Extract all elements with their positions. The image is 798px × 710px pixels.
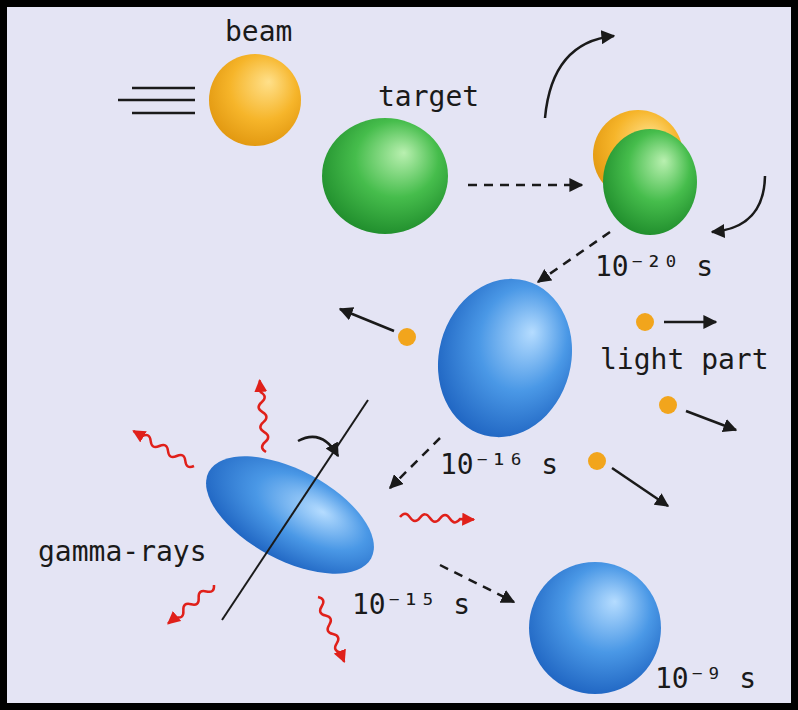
- ground-state-nucleus: [529, 562, 661, 694]
- rotation-arrow: [712, 176, 765, 232]
- stage-label: 10⁻⁹ s: [655, 662, 756, 695]
- gamma-ray-arrows: [132, 380, 474, 663]
- rotation-axis: [222, 400, 368, 620]
- rotation-arrow: [298, 437, 338, 456]
- dashed-arrow: [468, 184, 582, 187]
- stage-label: 10⁻¹⁵ s: [352, 588, 470, 621]
- stage-label: 10⁻²⁰ s: [595, 250, 713, 283]
- stage-label: beam: [225, 15, 292, 48]
- target-nucleus: [322, 118, 448, 234]
- deformed-nucleus: [188, 432, 393, 598]
- compound-nucleus: [421, 264, 590, 453]
- beam-nucleus: [209, 54, 301, 146]
- rotation-arrow: [545, 36, 614, 118]
- dashed-arrow: [390, 438, 440, 488]
- background: [7, 7, 791, 703]
- stage-label: light part: [600, 343, 769, 376]
- light-particles: [398, 313, 677, 470]
- speed-lines: [118, 88, 195, 113]
- stage-label: target: [378, 80, 479, 113]
- stage-label: gamma-rays: [38, 535, 207, 568]
- target-nucleus: [603, 129, 697, 235]
- particle-arrows: [340, 309, 736, 506]
- stage-label: 10⁻¹⁶ s: [440, 448, 558, 481]
